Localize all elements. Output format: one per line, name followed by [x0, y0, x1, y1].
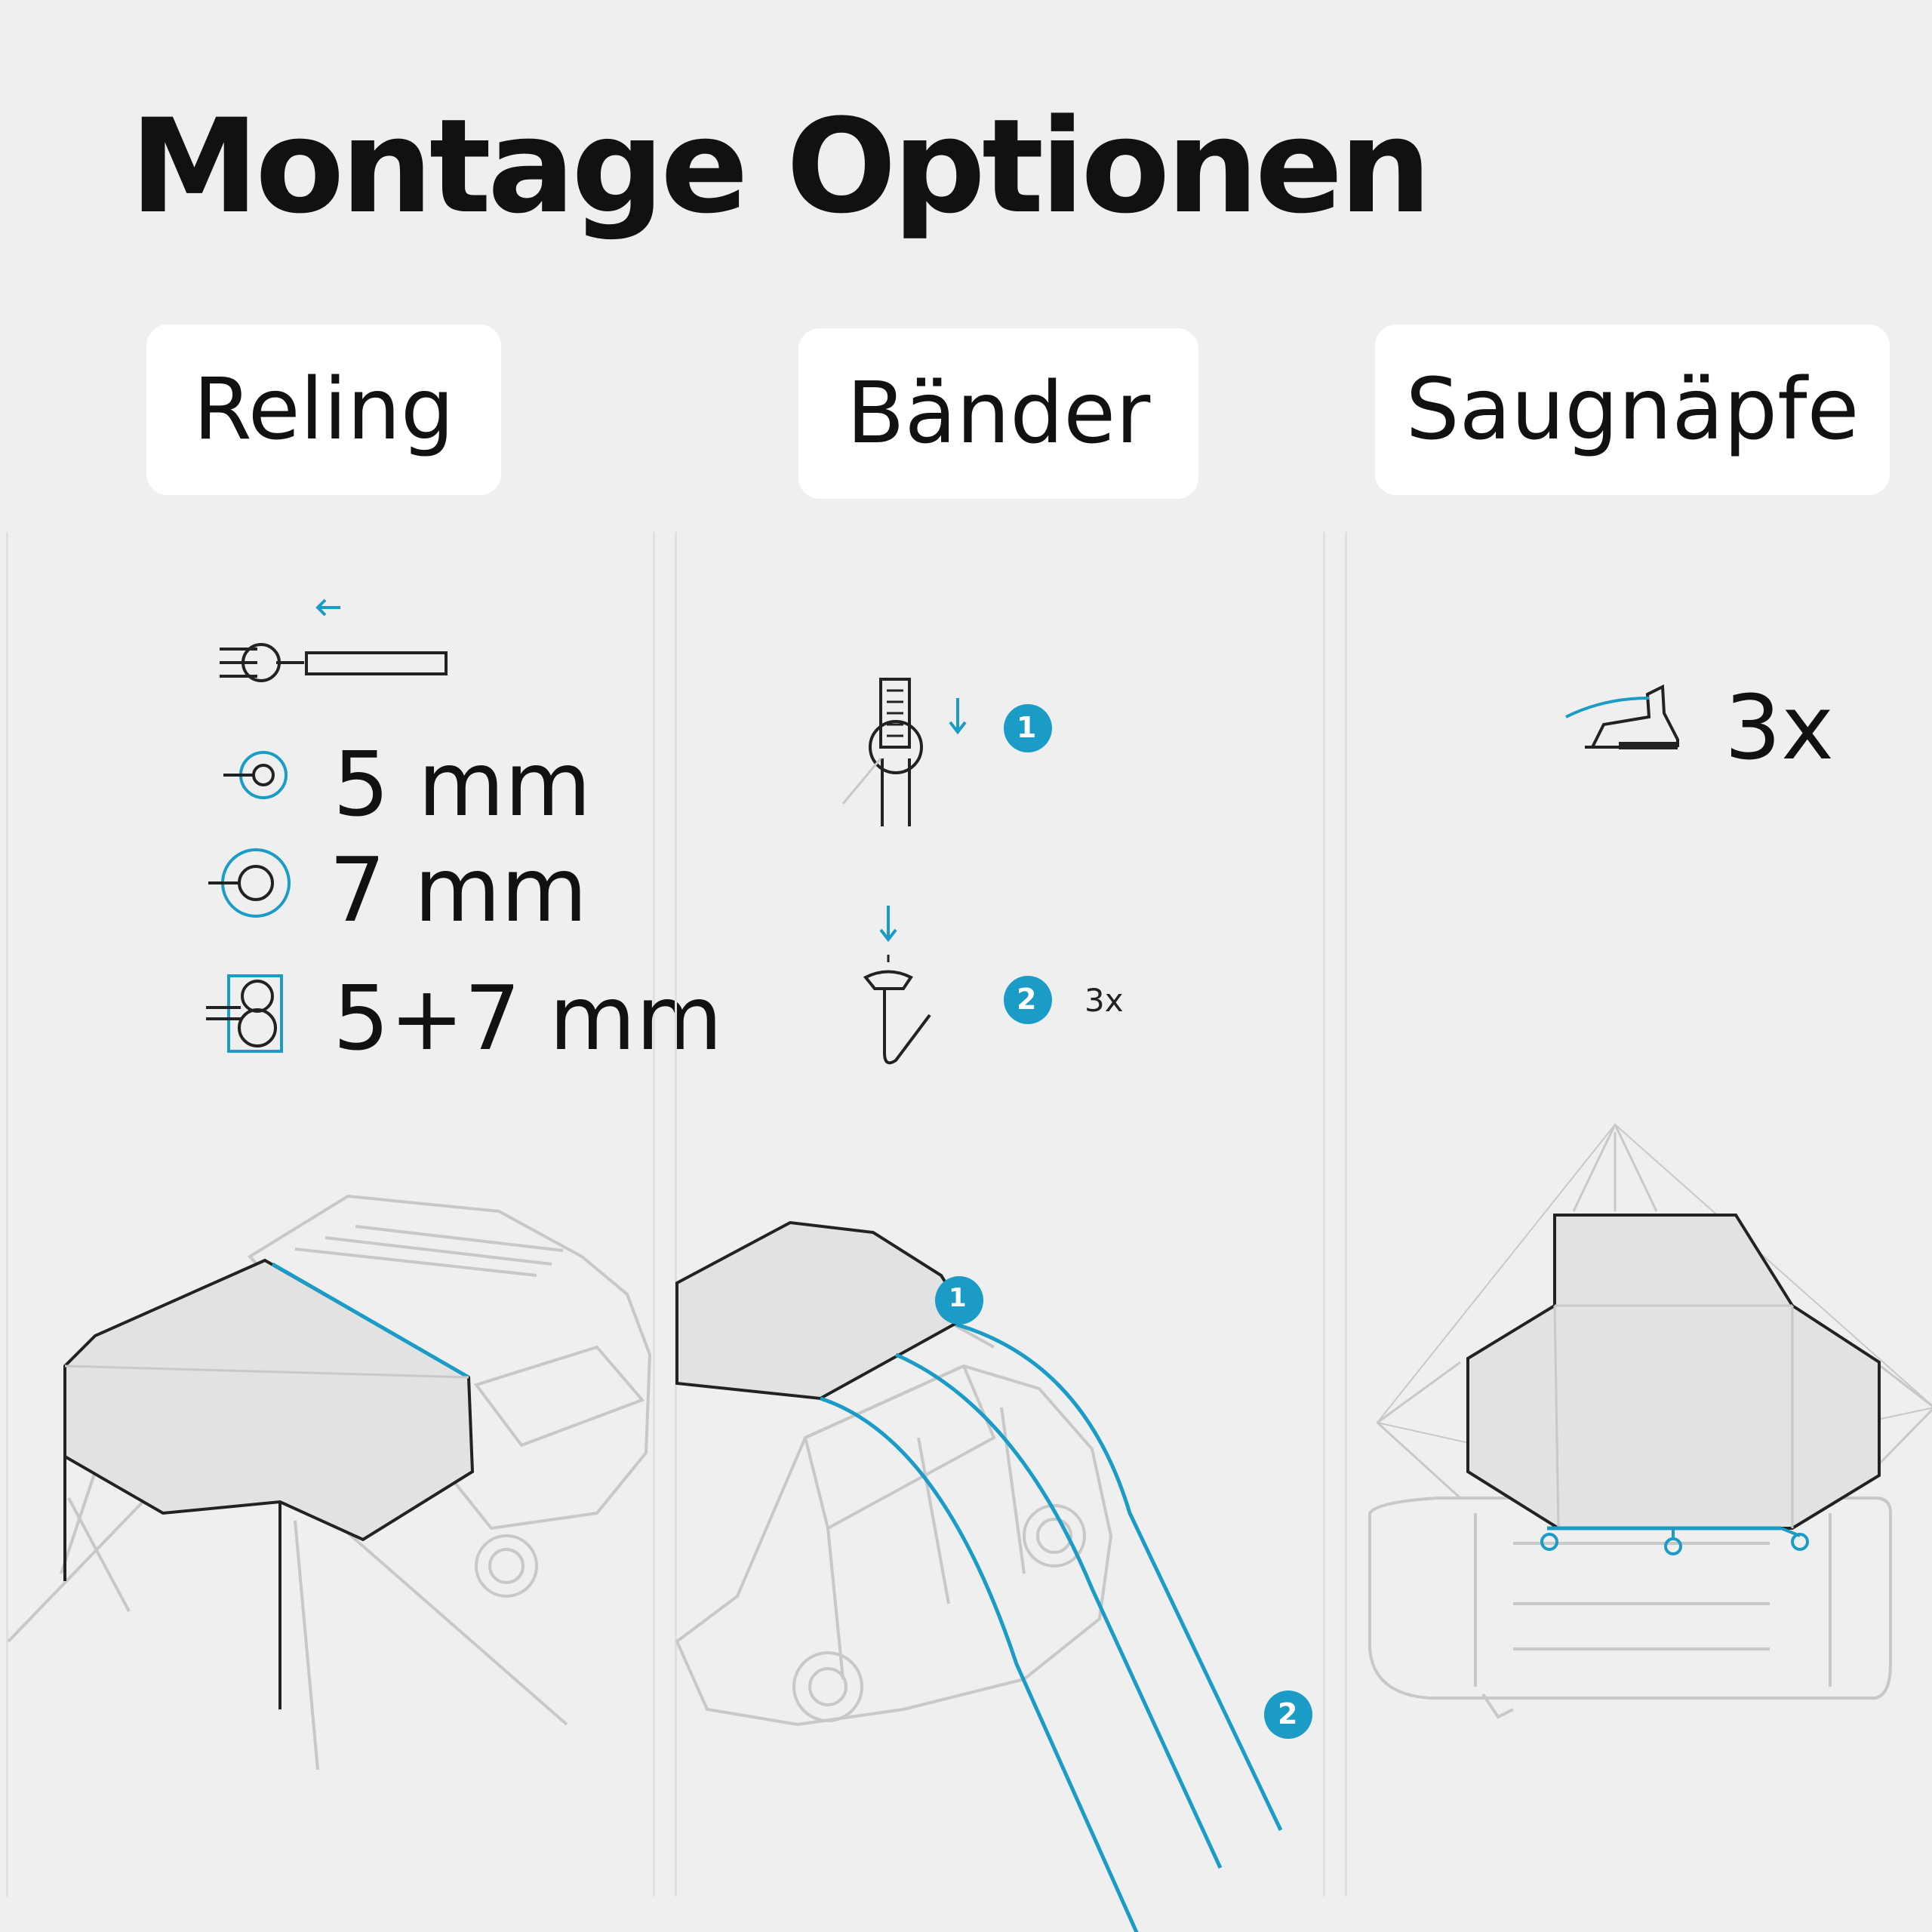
step-marker-1: [1004, 704, 1052, 752]
tab-baender-label: Bänder: [846, 365, 1151, 463]
suction-cup-count: 3x: [1724, 675, 1834, 780]
size-5-7mm-label: 5+7 mm: [333, 966, 723, 1070]
diagram-marker-2-number: 2: [1278, 1697, 1298, 1730]
baender-diagram: [675, 678, 1312, 1932]
reling-diagram: [7, 598, 652, 1770]
panel-saugnaepfe: 3x: [1345, 532, 1932, 1897]
car-top-view: [1368, 1497, 1892, 1719]
awning-drawing: [675, 1220, 1283, 1932]
awning-drawing: [1376, 1123, 1932, 1555]
awning-drawing: [63, 1258, 475, 1709]
tab-saugnaepfe-label: Saugnäpfe: [1405, 361, 1860, 459]
size-5mm-label: 5 mm: [333, 732, 592, 836]
panel-reling: 5 mm 7 mm 5+7 mm: [6, 532, 722, 1897]
tab-baender[interactable]: Bänder: [798, 328, 1198, 499]
step-2-number: 2: [1017, 983, 1037, 1016]
size-7mm-label: 7 mm: [329, 838, 588, 942]
diagram-marker-2: [1264, 1690, 1312, 1739]
peg-icon: [863, 906, 931, 1065]
diagram-marker-1: [935, 1276, 983, 1324]
profile-5mm-icon: [223, 751, 288, 799]
step-1-number: 1: [1017, 711, 1037, 744]
profile-7mm-icon: [208, 848, 291, 918]
tab-reling[interactable]: Reling: [146, 325, 501, 495]
page-title: Montage Optionen: [130, 91, 1432, 242]
step-marker-2: [1004, 976, 1052, 1024]
rail-insert-icon: [220, 598, 448, 682]
step-2-count: 3x: [1084, 982, 1124, 1019]
tab-reling-label: Reling: [192, 361, 454, 459]
suction-cup-icon: [1565, 684, 1679, 749]
diagram-marker-1-number: 1: [949, 1283, 967, 1313]
strap-buckle-icon: [841, 678, 967, 826]
saugnaepfe-diagram: [1368, 684, 1932, 1719]
tab-saugnaepfe[interactable]: Saugnäpfe: [1375, 325, 1890, 495]
panel-baender: 1 2 3x 1 2: [675, 532, 1325, 1932]
van-drawing: [7, 1194, 652, 1770]
profile-5-7mm-icon: [206, 974, 283, 1053]
